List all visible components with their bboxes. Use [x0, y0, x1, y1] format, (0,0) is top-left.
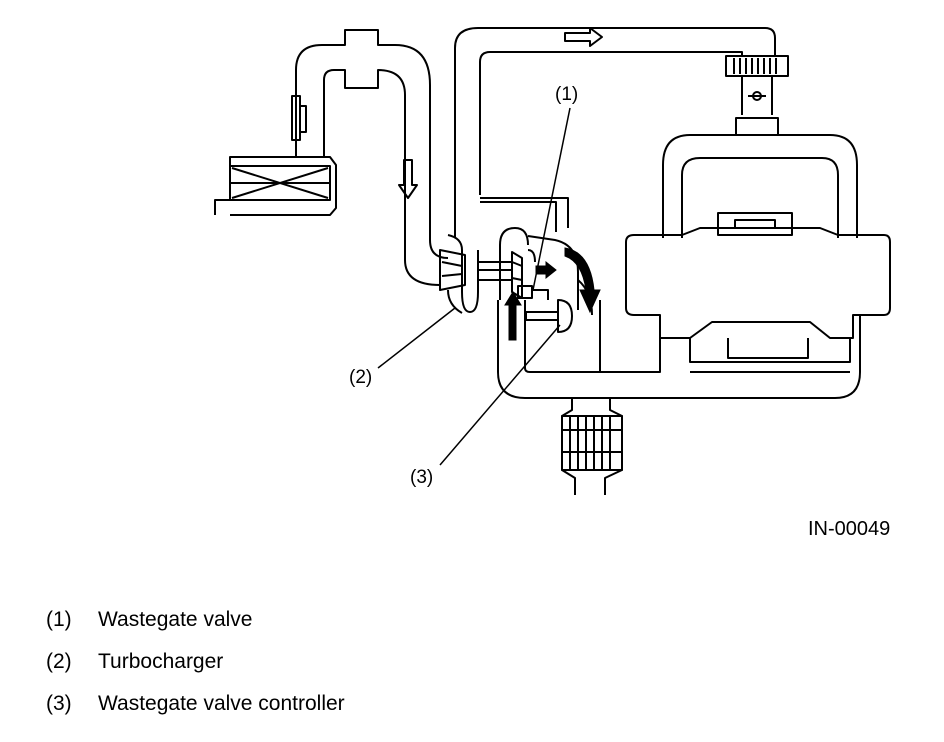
- engine: [625, 212, 891, 363]
- exhaust-inlet-arrow: [504, 291, 522, 341]
- exhaust-manifold: [497, 235, 861, 399]
- leader-line-3: [439, 324, 561, 466]
- callout-1: (1): [555, 84, 579, 105]
- figure-id: IN-00049: [808, 518, 891, 540]
- boost-pipe: [454, 27, 776, 238]
- legend-number: (2): [46, 650, 72, 673]
- catalytic-converter: [561, 398, 623, 495]
- callout-3: (3): [410, 467, 434, 488]
- legend-text: Wastegate valve: [98, 608, 253, 631]
- intake-duct: [295, 29, 449, 286]
- turbine-outlet-arrow: [564, 247, 601, 314]
- turbo-system-diagram: [214, 27, 891, 495]
- turbine-housing: [480, 197, 569, 300]
- exhaust-flow-arrows: [504, 247, 601, 341]
- throttle-body: [725, 55, 789, 136]
- wastegate-bypass-arrow: [535, 260, 557, 280]
- legend-item: (2) Turbocharger: [46, 650, 345, 692]
- intake-manifold: [662, 134, 858, 238]
- boost-flow-arrow: [564, 27, 603, 47]
- leader-line-2: [377, 307, 456, 369]
- legend-item: (3) Wastegate valve controller: [46, 692, 345, 734]
- callout-2: (2): [349, 367, 373, 388]
- wastegate-valve: [517, 285, 549, 300]
- legend-item: (1) Wastegate valve: [46, 608, 345, 650]
- intake-flow-arrow: [398, 159, 418, 199]
- leader-line-1: [532, 107, 571, 291]
- legend-number: (1): [46, 608, 72, 631]
- legend-text: Turbocharger: [98, 650, 224, 673]
- turbocharger: [439, 234, 513, 314]
- wastegate-controller: [525, 279, 593, 333]
- legend-number: (3): [46, 692, 72, 715]
- air-cleaner: [214, 95, 337, 216]
- legend: (1) Wastegate valve (2) Turbocharger (3)…: [46, 608, 345, 734]
- legend-text: Wastegate valve controller: [98, 692, 345, 715]
